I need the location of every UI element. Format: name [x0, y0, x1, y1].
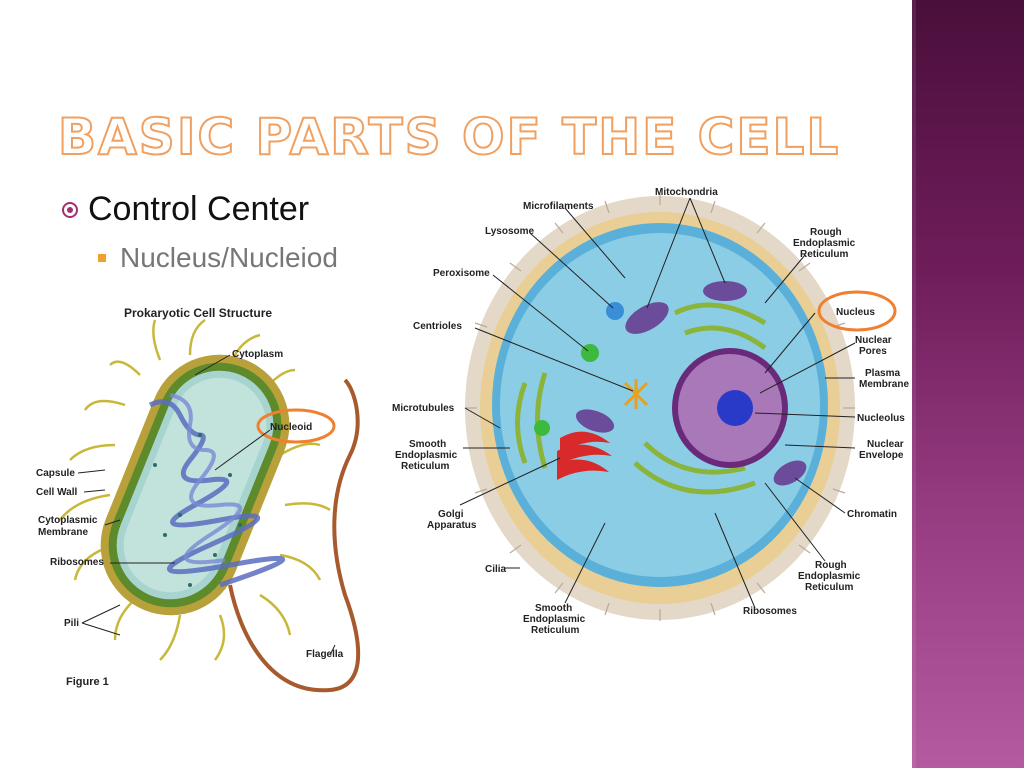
bullet-text: Control Center	[88, 190, 310, 228]
label-pili: Pili	[64, 618, 79, 629]
label-rough-er-top-3: Reticulum	[800, 249, 848, 260]
cilia-strands	[465, 193, 855, 621]
sub-bullet-text: Nucleus/Nucleiod	[120, 242, 338, 273]
label-lysosome: Lysosome	[485, 226, 535, 237]
label-ribosomes-eukaryote: Ribosomes	[743, 606, 797, 617]
label-nucleoid: Nucleoid	[270, 422, 312, 433]
label-nuclear-pores-2: Pores	[859, 346, 887, 357]
circle-bullet-icon	[62, 201, 78, 218]
label-nuclear-pores-1: Nuclear	[855, 335, 892, 346]
label-smooth-er-left-2: Endoplasmic	[395, 450, 458, 461]
label-flagella: Flagella	[306, 649, 344, 660]
label-nucleolus: Nucleolus	[857, 413, 905, 424]
label-microfilaments: Microfilaments	[523, 201, 594, 212]
label-cytoplasmic-membrane-2: Membrane	[38, 527, 88, 538]
square-bullet-icon	[98, 254, 106, 262]
prokaryotic-cell-diagram: Prokaryotic Cell Structure Cytoplasm Nuc…	[30, 295, 390, 700]
pili-strands	[59, 318, 331, 661]
label-cilia: Cilia	[485, 564, 507, 575]
eukaryote-leader-lines	[459, 197, 856, 609]
er-strands	[515, 302, 767, 495]
flagellum	[228, 378, 361, 693]
label-smooth-er-bottom-2: Endoplasmic	[523, 614, 586, 625]
label-golgi-1: Golgi	[438, 509, 464, 520]
ribosome-dots	[153, 433, 242, 587]
label-microtubules: Microtubules	[392, 403, 455, 414]
label-golgi-2: Apparatus	[427, 520, 477, 531]
label-plasma-membrane-1: Plasma	[865, 368, 900, 379]
golgi-apparatus	[557, 431, 612, 480]
label-cytoplasm: Cytoplasm	[232, 349, 283, 360]
label-rough-er-bottom-2: Endoplasmic	[798, 571, 861, 582]
label-rough-er-bottom-1: Rough	[815, 560, 847, 571]
prokaryote-leader-lines	[77, 354, 336, 656]
bullet-nucleus: Nucleus/Nucleiod	[98, 242, 338, 274]
nucleus-highlight-oval	[817, 290, 897, 332]
label-smooth-er-left-3: Reticulum	[401, 461, 449, 472]
label-capsule: Capsule	[36, 468, 75, 479]
label-smooth-er-left-1: Smooth	[409, 439, 446, 450]
figure-caption: Figure 1	[66, 676, 109, 688]
label-cell-wall: Cell Wall	[36, 487, 78, 498]
label-smooth-er-bottom-1: Smooth	[535, 603, 572, 614]
nucleoid-highlight-oval	[256, 408, 336, 444]
label-smooth-er-bottom-3: Reticulum	[531, 625, 579, 636]
label-chromatin: Chromatin	[847, 509, 897, 520]
lysosome	[606, 302, 624, 320]
label-plasma-membrane-2: Membrane	[859, 379, 909, 390]
label-centrioles: Centrioles	[413, 321, 462, 332]
eukaryotic-cell-diagram: Mitochondria Microfilaments Lysosome Rou…	[392, 187, 909, 636]
cytoplasm	[500, 233, 820, 577]
label-mitochondria: Mitochondria	[655, 187, 718, 198]
label-rough-er-bottom-3: Reticulum	[805, 582, 853, 593]
prokaryote-heading: Prokaryotic Cell Structure	[124, 306, 272, 320]
label-rough-er-top-2: Endoplasmic	[793, 238, 856, 249]
band-edge	[912, 0, 916, 768]
nucleolus	[717, 390, 753, 426]
label-rough-er-top-1: Rough	[810, 227, 842, 238]
label-ribosomes: Ribosomes	[50, 557, 104, 568]
decorative-side-band	[912, 0, 1024, 768]
label-peroxisome: Peroxisome	[433, 268, 490, 279]
slide-title: BASIC PARTS OF THE CELL	[57, 107, 841, 167]
label-nucleus: Nucleus	[836, 307, 875, 318]
label-nuclear-envelope-1: Nuclear	[867, 439, 904, 450]
mitochondria	[575, 281, 807, 486]
peroxisome	[581, 344, 599, 362]
label-nuclear-envelope-2: Envelope	[859, 450, 904, 461]
bullet-control-center: Control Center	[62, 190, 309, 229]
label-cytoplasmic-membrane-1: Cytoplasmic	[38, 515, 98, 526]
centrioles	[623, 379, 649, 409]
